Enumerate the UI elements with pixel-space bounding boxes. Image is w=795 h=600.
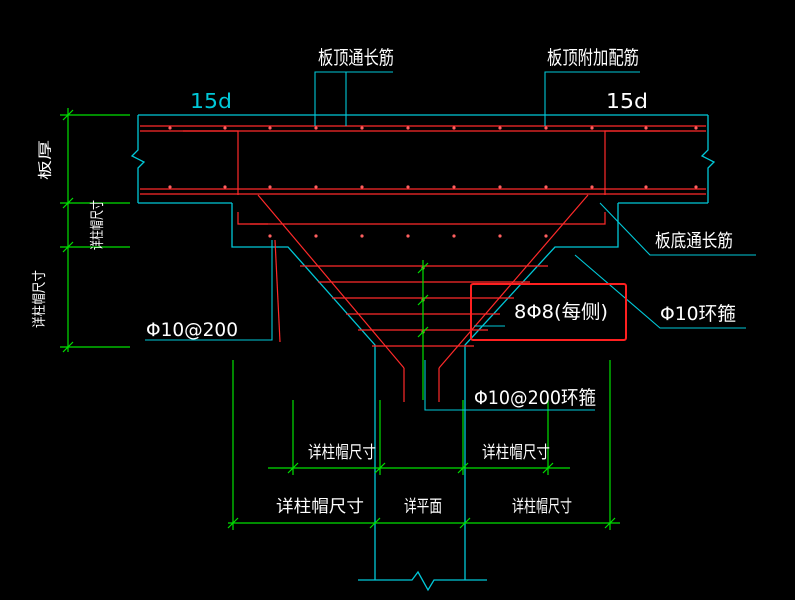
label-top-continuous: 板顶通长筋 <box>318 47 394 69</box>
label-ring-stirrup-center: Φ10@200环箍 <box>474 387 596 409</box>
highlight-box <box>470 283 627 341</box>
label-anchor-right: 15d <box>606 89 648 113</box>
label-top-additional: 板顶附加配筋 <box>547 47 639 69</box>
label-see-plan: 详平面 <box>404 497 442 517</box>
label-cap-size-upper-left: 详柱帽尺寸 <box>308 443 376 463</box>
label-slab-thickness: 板厚 <box>38 140 54 180</box>
label-cap-size-lower-right: 详柱帽尺寸 <box>512 497 572 517</box>
label-anchor-left: 15d <box>190 89 232 113</box>
label-stirrup-side: Φ10@200 <box>146 319 238 341</box>
concrete-outline <box>130 114 716 592</box>
rebar-dots <box>168 126 698 334</box>
label-bottom-continuous: 板底通长筋 <box>655 231 733 252</box>
label-cap-size-vertical-lower: 详柱帽尺寸 <box>32 270 48 328</box>
label-ring-stirrup-right: Φ10环箍 <box>660 303 736 325</box>
label-bars-each-side: 8Φ8(每侧) <box>514 301 608 323</box>
leader-lines <box>145 71 756 411</box>
dimension-lines <box>60 108 620 530</box>
label-cap-size-lower-left: 详柱帽尺寸 <box>276 497 364 517</box>
label-cap-size-upper-right: 详柱帽尺寸 <box>482 443 550 463</box>
label-cap-size-vertical-upper: 详柱帽尺寸 <box>90 200 106 250</box>
